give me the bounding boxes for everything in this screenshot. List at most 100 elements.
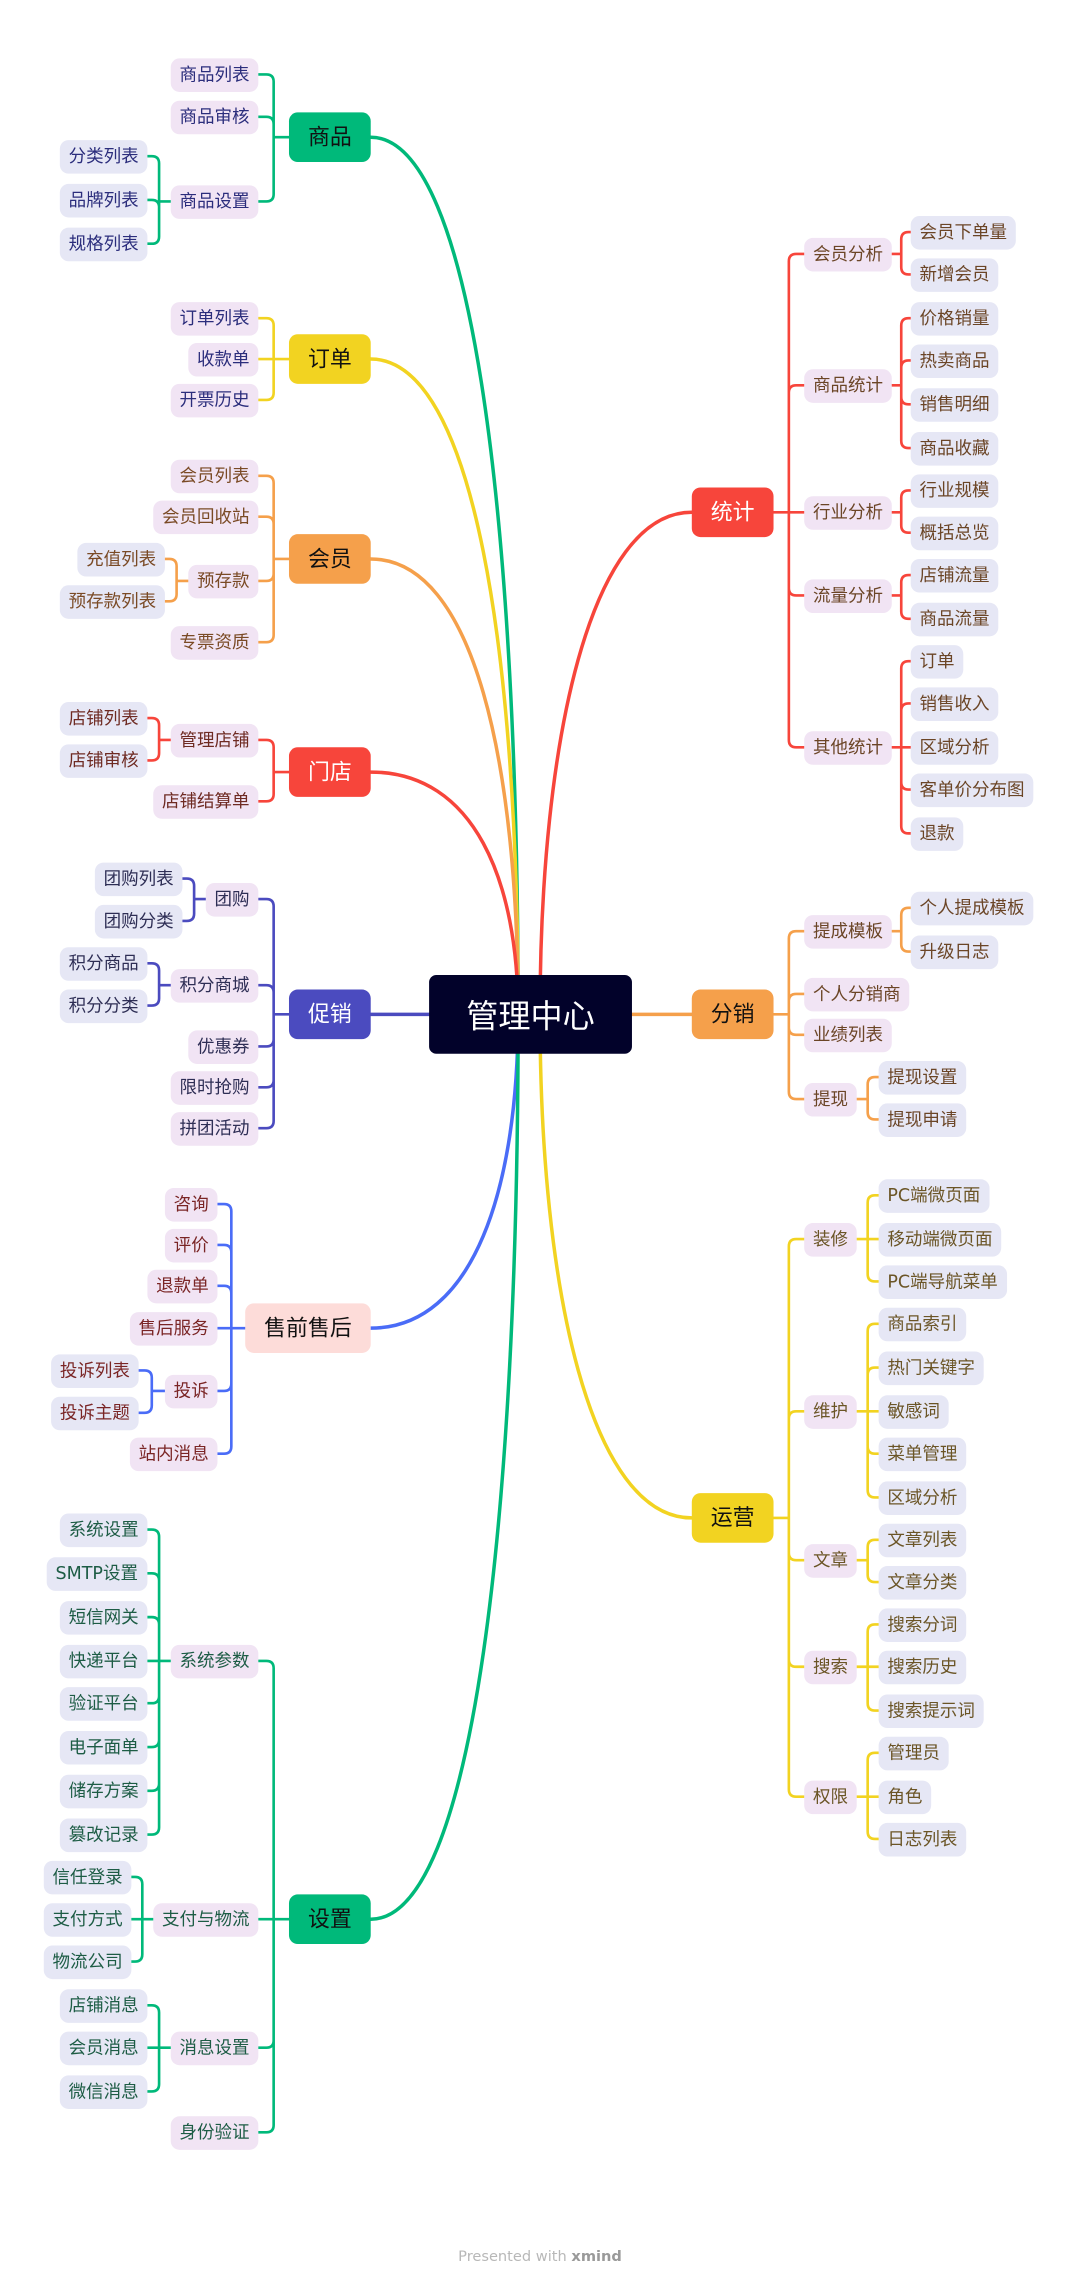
leaf-topic[interactable]: 升级日志 xyxy=(910,934,999,969)
leaf-topic[interactable]: 移动端微页面 xyxy=(878,1222,1002,1256)
subtopic[interactable]: 订单列表 xyxy=(170,301,259,335)
subtopic[interactable]: 其他统计 xyxy=(804,730,892,765)
subtopic[interactable]: 商品列表 xyxy=(170,57,259,92)
leaf-topic[interactable]: 敏感词 xyxy=(878,1394,949,1429)
subtopic[interactable]: 提成模板 xyxy=(804,914,892,948)
subtopic[interactable]: 系统参数 xyxy=(170,1644,259,1678)
leaf-topic[interactable]: 搜索提示词 xyxy=(878,1693,984,1728)
leaf-topic[interactable]: 规格列表 xyxy=(59,226,148,261)
subtopic[interactable]: 退款单 xyxy=(147,1269,218,1303)
main-topic-9[interactable]: 分销 xyxy=(691,989,774,1040)
subtopic[interactable]: 消息设置 xyxy=(170,2030,259,2065)
subtopic[interactable]: 提现 xyxy=(804,1082,857,1116)
subtopic[interactable]: 站内消息 xyxy=(129,1436,218,1471)
subtopic[interactable]: 售后服务 xyxy=(129,1311,218,1345)
leaf-topic[interactable]: 销售收入 xyxy=(910,686,999,721)
leaf-topic[interactable]: 预存款列表 xyxy=(59,584,165,619)
leaf-topic[interactable]: 退款 xyxy=(910,816,964,851)
leaf-topic[interactable]: 短信网关 xyxy=(59,1600,148,1634)
subtopic[interactable]: 团购 xyxy=(205,882,259,916)
leaf-topic[interactable]: 菜单管理 xyxy=(878,1436,967,1471)
subtopic[interactable]: 搜索 xyxy=(804,1649,857,1684)
leaf-topic[interactable]: 订单 xyxy=(910,644,964,678)
leaf-topic[interactable]: 搜索历史 xyxy=(878,1649,967,1684)
subtopic[interactable]: 个人分销商 xyxy=(804,977,910,1011)
leaf-topic[interactable]: 区域分析 xyxy=(910,730,999,765)
subtopic[interactable]: 会员列表 xyxy=(170,459,259,493)
subtopic[interactable]: 会员回收站 xyxy=(153,499,259,534)
main-topic-3[interactable]: 会员 xyxy=(288,534,371,584)
central-topic[interactable]: 管理中心 xyxy=(429,974,632,1054)
leaf-topic[interactable]: 支付方式 xyxy=(43,1902,132,1937)
subtopic[interactable]: 拼团活动 xyxy=(170,1111,259,1145)
leaf-topic[interactable]: 搜索分词 xyxy=(878,1607,967,1642)
leaf-topic[interactable]: 文章分类 xyxy=(878,1565,967,1599)
main-topic-7[interactable]: 设置 xyxy=(288,1894,371,1945)
subtopic[interactable]: 咨询 xyxy=(164,1187,218,1221)
leaf-topic[interactable]: 商品索引 xyxy=(878,1306,967,1341)
leaf-topic[interactable]: 热卖商品 xyxy=(910,343,999,378)
leaf-topic[interactable]: 商品收藏 xyxy=(910,431,999,465)
leaf-topic[interactable]: 积分商品 xyxy=(59,946,148,981)
leaf-topic[interactable]: 提现设置 xyxy=(878,1060,967,1094)
leaf-topic[interactable]: 新增会员 xyxy=(910,257,999,292)
leaf-topic[interactable]: 信任登录 xyxy=(43,1860,132,1894)
subtopic[interactable]: 投诉 xyxy=(164,1374,218,1408)
leaf-topic[interactable]: 快递平台 xyxy=(59,1644,148,1678)
leaf-topic[interactable]: 微信消息 xyxy=(59,2074,148,2109)
main-topic-1[interactable]: 商品 xyxy=(288,112,371,163)
main-topic-8[interactable]: 统计 xyxy=(691,487,774,538)
leaf-topic[interactable]: 投诉列表 xyxy=(51,1353,139,1388)
leaf-topic[interactable]: PC端微页面 xyxy=(878,1178,989,1213)
leaf-topic[interactable]: 个人提成模板 xyxy=(910,891,1034,925)
subtopic[interactable]: 预存款 xyxy=(188,564,259,598)
subtopic[interactable]: 权限 xyxy=(804,1779,857,1814)
leaf-topic[interactable]: 分类列表 xyxy=(59,139,148,173)
subtopic[interactable]: 支付与物流 xyxy=(153,1902,259,1937)
leaf-topic[interactable]: PC端导航菜单 xyxy=(878,1264,1007,1299)
leaf-topic[interactable]: 物流公司 xyxy=(43,1944,132,1979)
leaf-topic[interactable]: 客单价分布图 xyxy=(910,772,1034,807)
subtopic[interactable]: 商品设置 xyxy=(170,184,259,219)
subtopic[interactable]: 行业分析 xyxy=(804,495,892,530)
leaf-topic[interactable]: 行业规模 xyxy=(910,473,999,508)
leaf-topic[interactable]: 热门关键字 xyxy=(878,1350,984,1385)
leaf-topic[interactable]: 验证平台 xyxy=(59,1686,148,1721)
subtopic[interactable]: 店铺结算单 xyxy=(153,784,259,819)
subtopic[interactable]: 业绩列表 xyxy=(804,1018,892,1052)
leaf-topic[interactable]: 价格销量 xyxy=(910,301,999,335)
leaf-topic[interactable]: 会员消息 xyxy=(59,2030,148,2065)
leaf-topic[interactable]: 日志列表 xyxy=(878,1822,967,1856)
leaf-topic[interactable]: 提现申请 xyxy=(878,1102,967,1137)
leaf-topic[interactable]: 充值列表 xyxy=(77,542,165,576)
leaf-topic[interactable]: 商品流量 xyxy=(910,602,999,636)
leaf-topic[interactable]: SMTP设置 xyxy=(46,1556,147,1591)
leaf-topic[interactable]: 角色 xyxy=(878,1779,932,1814)
subtopic[interactable]: 商品审核 xyxy=(170,99,259,134)
subtopic[interactable]: 装修 xyxy=(804,1222,857,1256)
main-topic-2[interactable]: 订单 xyxy=(288,334,371,384)
subtopic[interactable]: 评价 xyxy=(164,1228,218,1262)
leaf-topic[interactable]: 区域分析 xyxy=(878,1480,967,1515)
subtopic[interactable]: 文章 xyxy=(804,1543,857,1577)
main-topic-5[interactable]: 促销 xyxy=(288,989,371,1040)
subtopic[interactable]: 流量分析 xyxy=(804,578,892,613)
leaf-topic[interactable]: 投诉主题 xyxy=(51,1396,139,1430)
leaf-topic[interactable]: 篡改记录 xyxy=(59,1817,148,1852)
subtopic[interactable]: 专票资质 xyxy=(170,625,259,659)
leaf-topic[interactable]: 积分分类 xyxy=(59,988,148,1023)
subtopic[interactable]: 收款单 xyxy=(188,342,259,376)
leaf-topic[interactable]: 店铺消息 xyxy=(59,1988,148,2023)
subtopic[interactable]: 会员分析 xyxy=(804,237,892,271)
leaf-topic[interactable]: 品牌列表 xyxy=(59,183,148,217)
leaf-topic[interactable]: 电子面单 xyxy=(59,1730,148,1764)
subtopic[interactable]: 身份验证 xyxy=(170,2115,259,2150)
leaf-topic[interactable]: 管理员 xyxy=(878,1736,949,1770)
leaf-topic[interactable]: 店铺列表 xyxy=(59,701,148,735)
leaf-topic[interactable]: 概括总览 xyxy=(910,515,999,550)
subtopic[interactable]: 限时抢购 xyxy=(170,1070,259,1105)
subtopic[interactable]: 管理店铺 xyxy=(170,723,259,757)
leaf-topic[interactable]: 销售明细 xyxy=(910,387,999,422)
subtopic[interactable]: 商品统计 xyxy=(804,368,892,403)
subtopic[interactable]: 维护 xyxy=(804,1394,857,1429)
